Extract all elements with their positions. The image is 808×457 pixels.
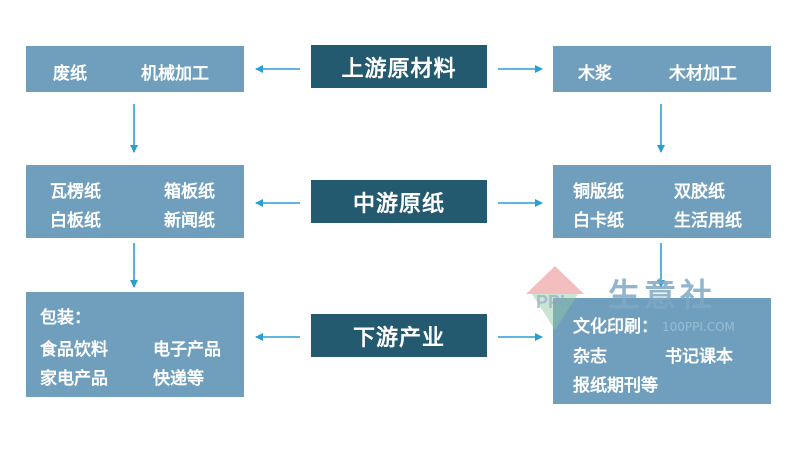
svg-text:PPI: PPI [536, 292, 565, 312]
right-upstream-box: 木浆 木材加工 [553, 46, 771, 92]
left-upstream-box: 废纸 机械加工 [26, 46, 244, 92]
left-upstream-item: 废纸 [53, 64, 87, 84]
right-upstream-item: 木浆 [578, 64, 612, 84]
watermark-logo-icon: PPI [526, 266, 584, 330]
left-downstream-box: 包装： 食品饮料 电子产品 家电产品 快递等 [26, 292, 244, 397]
right-midstream-item: 生活用纸 [674, 211, 742, 231]
right-midstream-item: 铜版纸 [573, 182, 624, 202]
right-downstream-item: 报纸期刊等 [573, 376, 658, 396]
left-downstream-heading: 包装： [40, 308, 91, 328]
left-upstream-item: 机械加工 [141, 64, 209, 84]
right-downstream-heading: 文化印刷： [573, 317, 658, 337]
right-midstream-box: 铜版纸 双胶纸 白卡纸 生活用纸 [553, 165, 771, 238]
left-midstream-item: 箱板纸 [164, 182, 215, 202]
right-downstream-box: 文化印刷： 杂志 书记课本 报纸期刊等 [553, 298, 771, 404]
center-node-midstream: 中游原纸 [311, 180, 487, 223]
watermark-text: 生意社 [608, 276, 717, 314]
center-node-upstream: 上游原材料 [311, 45, 487, 88]
center-node-midstream-label: 中游原纸 [352, 191, 445, 217]
center-node-downstream-label: 下游产业 [352, 325, 445, 351]
right-upstream-item: 木材加工 [669, 64, 737, 84]
left-midstream-box: 瓦楞纸 箱板纸 白板纸 新闻纸 [26, 165, 244, 238]
center-node-downstream: 下游产业 [311, 314, 487, 357]
left-downstream-item: 家电产品 [40, 369, 108, 389]
left-downstream-item: 快递等 [153, 369, 204, 389]
right-midstream-item: 白卡纸 [573, 211, 624, 231]
left-midstream-item: 瓦楞纸 [50, 182, 101, 202]
center-node-upstream-label: 上游原材料 [341, 56, 457, 82]
right-midstream-item: 双胶纸 [674, 182, 725, 202]
watermark: PPI 生意社 100PPI.COM [522, 262, 772, 342]
right-downstream-item: 书记课本 [665, 347, 733, 367]
left-downstream-item: 电子产品 [153, 340, 221, 360]
right-downstream-item: 杂志 [573, 347, 607, 367]
left-midstream-item: 白板纸 [50, 211, 101, 231]
left-midstream-item: 新闻纸 [164, 211, 215, 231]
left-downstream-item: 食品饮料 [40, 340, 108, 360]
watermark-url: 100PPI.COM [662, 320, 735, 334]
